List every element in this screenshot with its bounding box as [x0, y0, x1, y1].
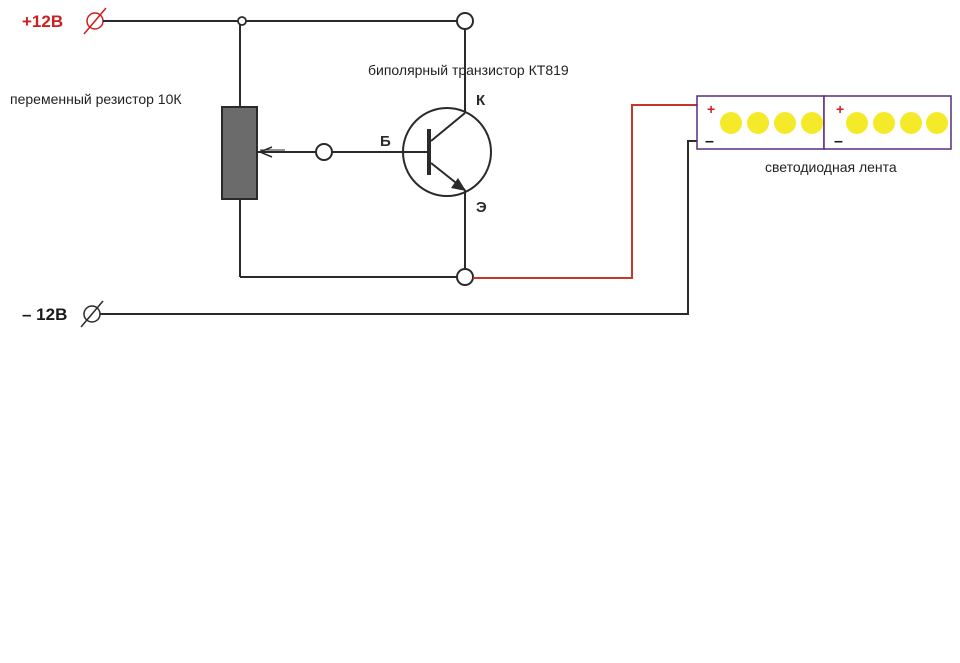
led-icon — [801, 112, 823, 134]
negative-terminal-label: – 12В — [22, 305, 67, 324]
collector-pin-label: К — [476, 92, 486, 109]
led-icon — [720, 112, 742, 134]
led-icon — [747, 112, 769, 134]
negative-rail-wire — [100, 140, 697, 315]
led-icon — [873, 112, 895, 134]
strip-minus-sign: – — [834, 133, 843, 150]
led-icon — [846, 112, 868, 134]
collector-supply-node — [456, 12, 474, 30]
junction-node — [237, 16, 247, 26]
wiper-node — [315, 143, 333, 161]
strip-minus-sign: – — [705, 133, 714, 150]
transistor-collector-lead — [430, 112, 466, 142]
led-strip: + – + – — [696, 95, 952, 150]
negative-terminal-symbol — [80, 300, 104, 328]
emitter-pin-label: Э — [476, 199, 487, 216]
transistor-body — [402, 107, 492, 197]
led-strip-label: светодиодная лента — [765, 159, 897, 175]
base-pin-label: Б — [380, 133, 391, 150]
variable-resistor — [221, 106, 258, 200]
strip-plus-sign: + — [836, 101, 844, 117]
positive-terminal-symbol — [83, 7, 107, 35]
emitter-arrow-icon — [451, 178, 466, 191]
led-icon — [774, 112, 796, 134]
led-icon — [900, 112, 922, 134]
transistor-label: биполярный транзистор КТ819 — [368, 62, 569, 78]
strip-plus-sign: + — [707, 101, 715, 117]
resistor-wiper — [258, 146, 316, 158]
led-positive-wire — [473, 104, 697, 279]
led-icon — [926, 112, 948, 134]
resistor-label: переменный резистор 10К — [10, 91, 182, 107]
positive-terminal-label: +12В — [22, 12, 63, 31]
emitter-node — [456, 268, 474, 286]
